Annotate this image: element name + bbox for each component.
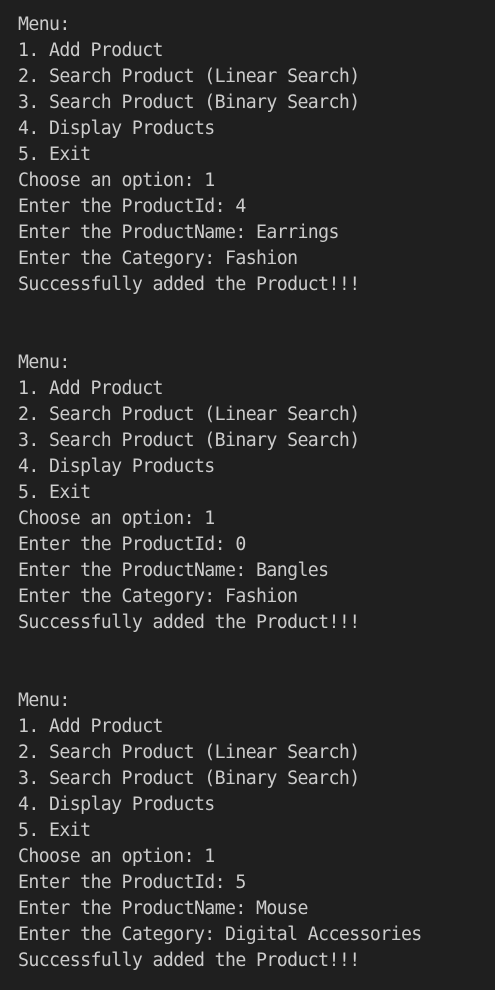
product-id-prompt: Enter the ProductId: 4	[18, 196, 246, 217]
menu-option-display-products: 4. Display Products	[18, 794, 215, 815]
product-name-prompt: Enter the ProductName: Bangles	[18, 560, 329, 581]
success-message: Successfully added the Product!!!	[18, 950, 360, 971]
blank-line	[18, 662, 495, 688]
menu-option-add-product: 1. Add Product	[18, 378, 164, 399]
menu-heading: Menu:	[18, 690, 70, 711]
blank-line	[18, 298, 495, 324]
menu-option-display-products: 4. Display Products	[18, 456, 215, 477]
menu-option-display-products: 4. Display Products	[18, 118, 215, 139]
menu-option-exit: 5. Exit	[18, 820, 91, 841]
menu-heading: Menu:	[18, 14, 70, 35]
menu-option-exit: 5. Exit	[18, 482, 91, 503]
option-prompt: Choose an option: 1	[18, 170, 215, 191]
menu-option-linear-search: 2. Search Product (Linear Search)	[18, 66, 360, 87]
success-message: Successfully added the Product!!!	[18, 612, 360, 633]
category-prompt: Enter the Category: Fashion	[18, 586, 298, 607]
product-name-prompt: Enter the ProductName: Earrings	[18, 222, 339, 243]
success-message: Successfully added the Product!!!	[18, 274, 360, 295]
menu-option-linear-search: 2. Search Product (Linear Search)	[18, 404, 360, 425]
product-id-prompt: Enter the ProductId: 5	[18, 872, 246, 893]
category-prompt: Enter the Category: Fashion	[18, 248, 298, 269]
category-prompt: Enter the Category: Digital Accessories	[18, 924, 422, 945]
menu-option-binary-search: 3. Search Product (Binary Search)	[18, 92, 360, 113]
product-id-prompt: Enter the ProductId: 0	[18, 534, 246, 555]
menu-option-add-product: 1. Add Product	[18, 40, 164, 61]
menu-heading: Menu:	[18, 352, 70, 373]
product-name-prompt: Enter the ProductName: Mouse	[18, 898, 308, 919]
menu-option-linear-search: 2. Search Product (Linear Search)	[18, 742, 360, 763]
blank-line	[18, 636, 495, 662]
blank-line	[18, 324, 495, 350]
menu-option-binary-search: 3. Search Product (Binary Search)	[18, 768, 360, 789]
menu-option-add-product: 1. Add Product	[18, 716, 164, 737]
menu-option-exit: 5. Exit	[18, 144, 91, 165]
option-prompt: Choose an option: 1	[18, 846, 215, 867]
menu-option-binary-search: 3. Search Product (Binary Search)	[18, 430, 360, 451]
option-prompt: Choose an option: 1	[18, 508, 215, 529]
